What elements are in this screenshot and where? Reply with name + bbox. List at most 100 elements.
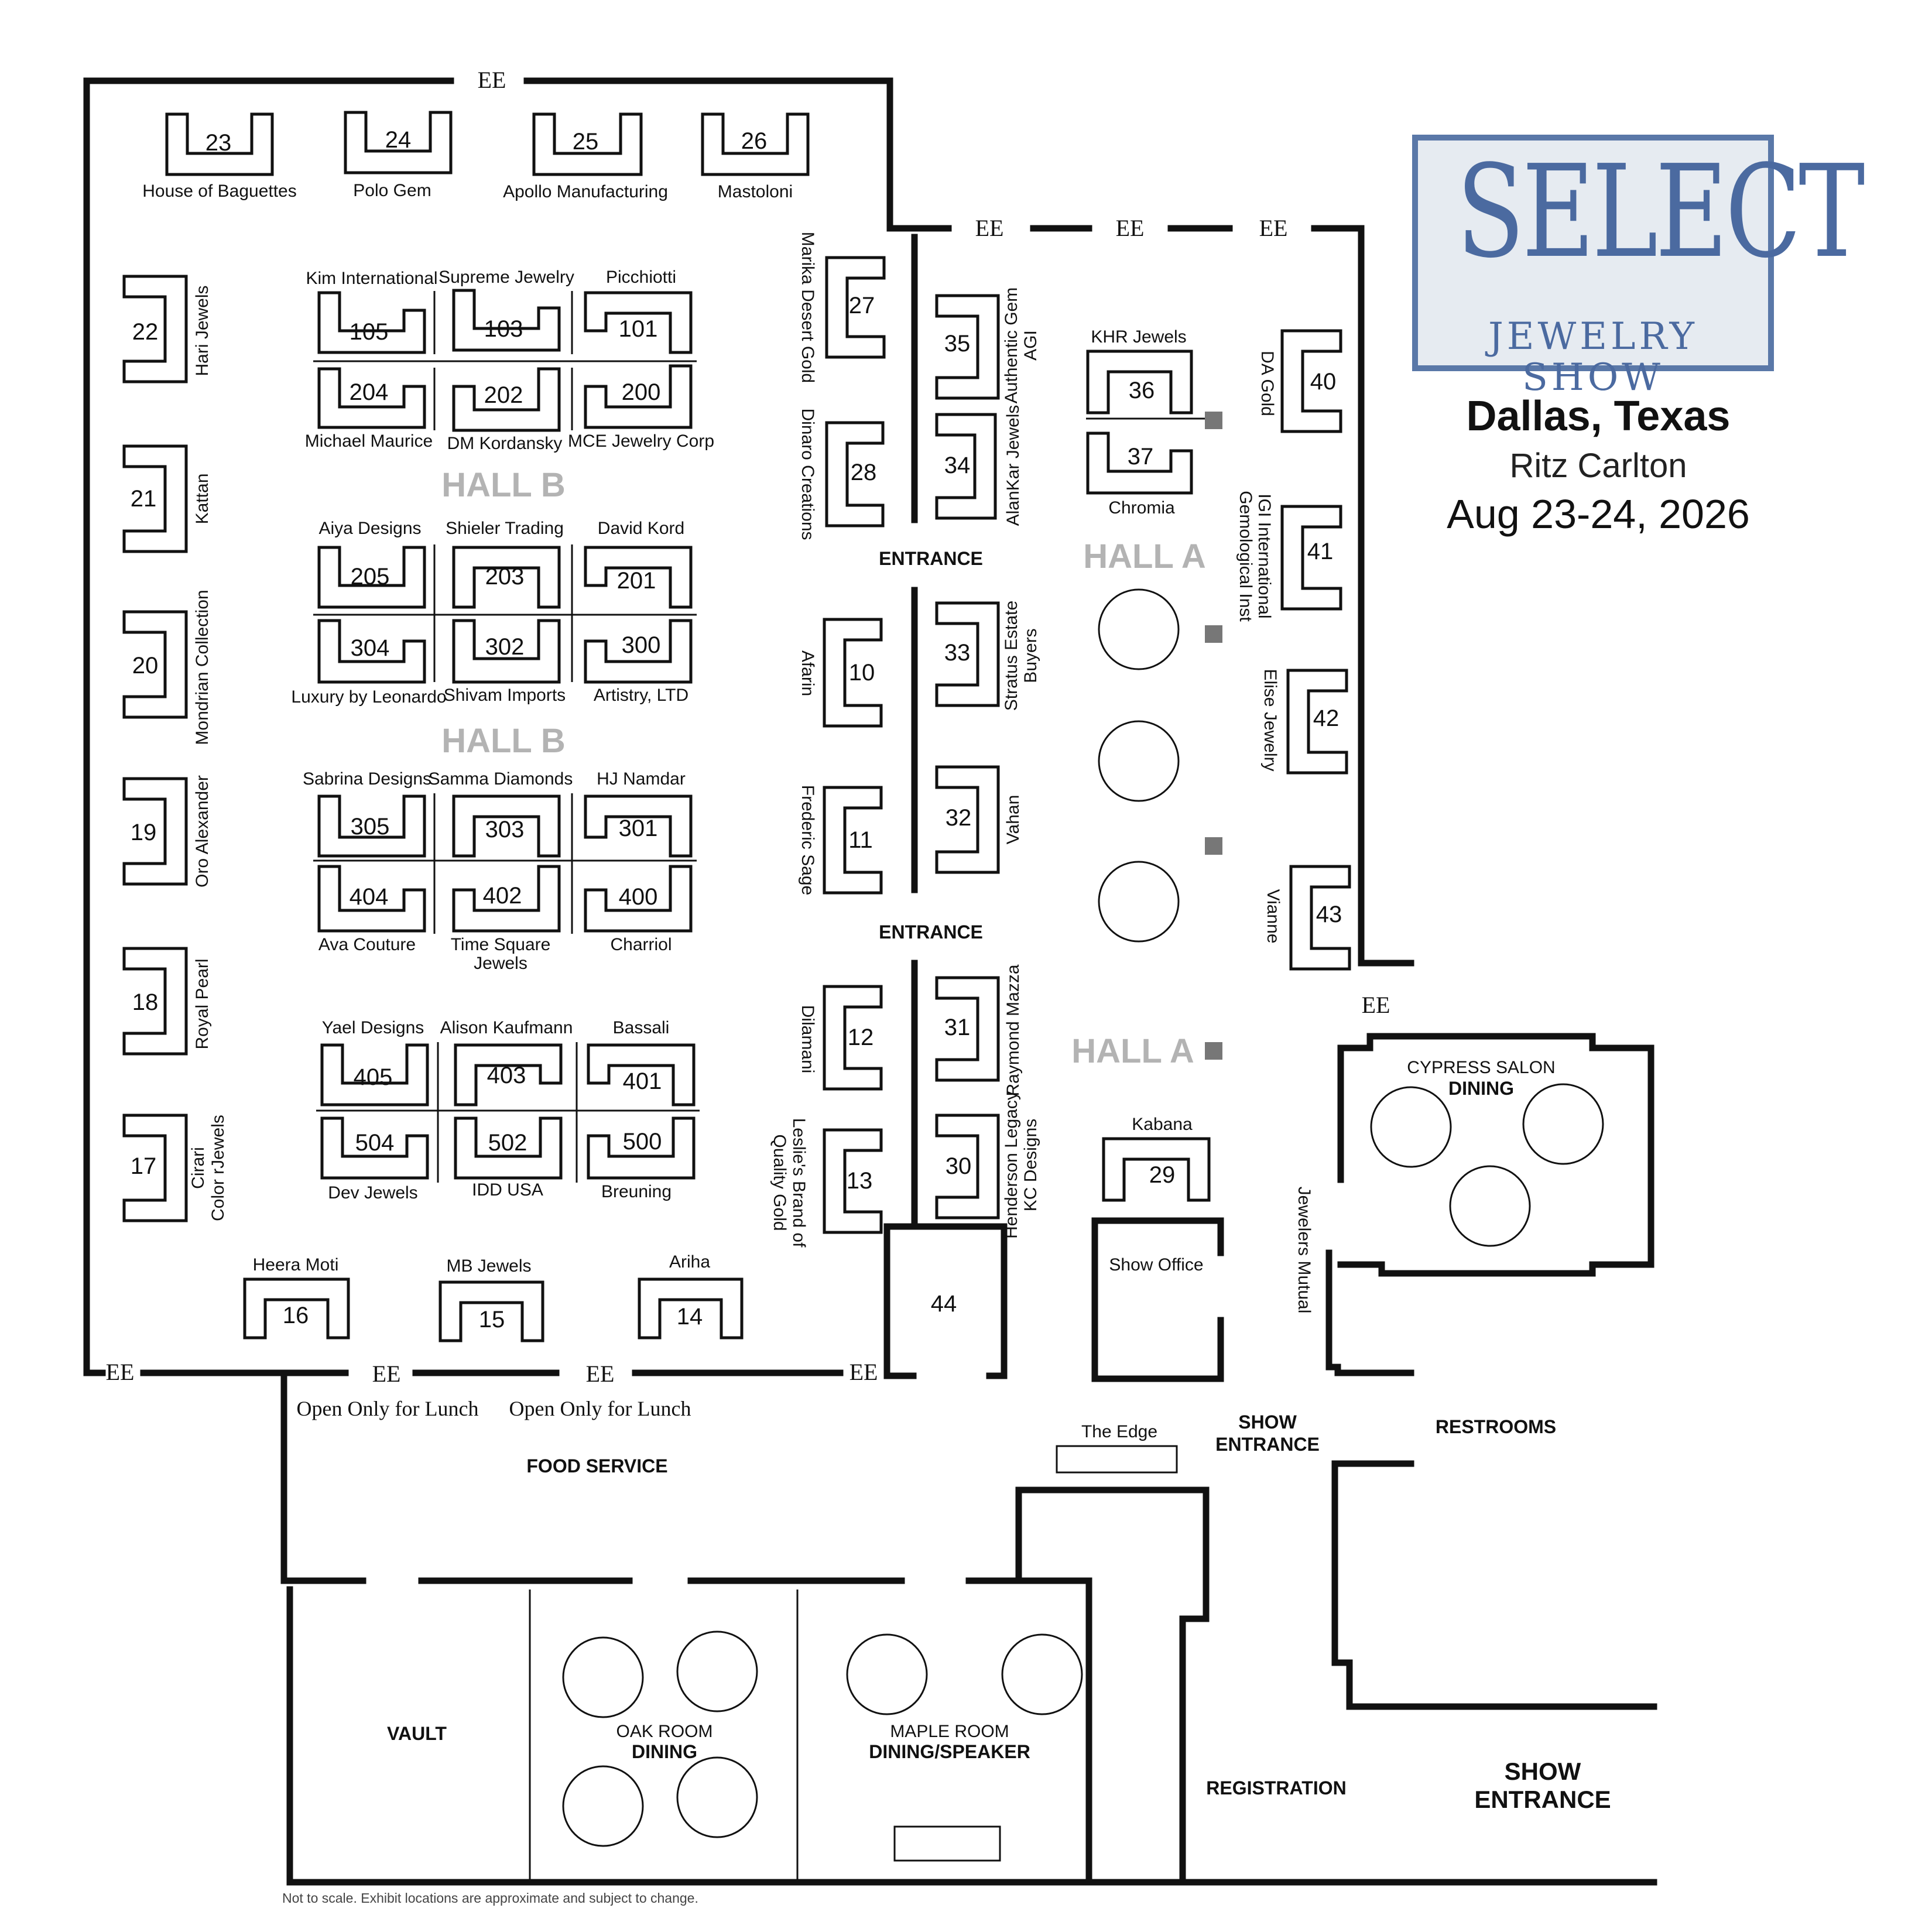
booth-42[interactable]: 42 Elise Jewelry	[1260, 669, 1348, 775]
svg-text:202: 202	[484, 382, 523, 408]
booth-18[interactable]: 18 Royal Pearl	[122, 947, 212, 1056]
vault-label: VAULT	[387, 1723, 447, 1744]
booth-34[interactable]: 34 AlanKar Jewels	[935, 405, 1023, 526]
booth-23[interactable]: 23 House of Baguettes	[142, 112, 297, 201]
booth-17[interactable]: 17 Cirari Color rJewels	[122, 1114, 228, 1222]
booth-33[interactable]: 33 Stratus Estate Buyers	[935, 601, 1040, 711]
booth-202[interactable]: 202 DM Kordansky	[447, 367, 563, 453]
svg-text:IDD USA: IDD USA	[472, 1180, 543, 1200]
svg-text:Shieler Trading: Shieler Trading	[446, 519, 564, 538]
svg-text:Mastoloni: Mastoloni	[718, 182, 793, 201]
svg-text:Bassali: Bassali	[613, 1018, 670, 1037]
maple-room-label: MAPLE ROOM	[890, 1722, 1009, 1741]
booth-11[interactable]: 11 Frederic Sage	[798, 785, 883, 895]
svg-text:28: 28	[851, 460, 877, 485]
booth-205[interactable]: 205 Aiya Designs	[317, 519, 426, 609]
svg-text:18: 18	[132, 989, 159, 1015]
booth-35[interactable]: 35 Authentic Gem AGI	[935, 287, 1040, 403]
booth-19[interactable]: 19 Oro Alexander	[122, 775, 212, 888]
booth-504[interactable]: 504 Dev Jewels	[320, 1116, 429, 1203]
booth-502[interactable]: 502 IDD USA	[454, 1116, 563, 1200]
svg-text:Mondrian Collection: Mondrian Collection	[193, 590, 212, 745]
booth-304[interactable]: 304 Luxury by Leonardo	[291, 619, 447, 707]
booth-201[interactable]: 201 David Kord	[584, 519, 693, 609]
booth-15[interactable]: 15 MB Jewels	[439, 1256, 544, 1342]
svg-text:Vahan: Vahan	[1003, 795, 1023, 845]
svg-text:19: 19	[131, 820, 157, 845]
booth-26[interactable]: 26 Mastoloni	[701, 112, 810, 201]
svg-text:MB Jewels: MB Jewels	[446, 1256, 531, 1276]
booth-400[interactable]: 400 Charriol	[584, 865, 693, 954]
booth-14[interactable]: 14 Ariha	[638, 1252, 744, 1340]
booth-31[interactable]: 31 Raymond Mazza	[935, 964, 1023, 1097]
svg-text:Sabrina Designs: Sabrina Designs	[303, 769, 431, 789]
pillars	[1205, 412, 1222, 1060]
svg-text:Stratus Estate: Stratus Estate	[1002, 601, 1021, 711]
show-entrance-upper-line1: SHOW	[1238, 1412, 1297, 1433]
booth-301[interactable]: 301 HJ Namdar	[584, 769, 693, 858]
booth-200[interactable]: 200 MCE Jewelry Corp	[568, 364, 714, 451]
booth-21[interactable]: 21 Kattan	[122, 444, 212, 553]
booth-300[interactable]: 300 Artistry, LTD	[584, 619, 693, 705]
booth-402[interactable]: 402 Time Square Jewels	[451, 865, 561, 973]
booth-103[interactable]: 103 Supreme Jewelry	[439, 268, 574, 352]
booth-405[interactable]: 405 Yael Designs	[320, 1018, 429, 1107]
booth-28[interactable]: 28 Dinaro Creations	[798, 408, 885, 540]
svg-text:304: 304	[351, 635, 390, 661]
open-for-lunch-left: Open Only for Lunch	[297, 1397, 479, 1420]
booth-27[interactable]: 27 Marika Desert Gold	[798, 232, 886, 383]
booth-40[interactable]: 40 DA Gold	[1258, 329, 1342, 433]
booth-jewelers-mutual[interactable]: Jewelers Mutual	[1294, 1187, 1314, 1314]
event-city: Dallas, Texas	[1466, 393, 1731, 440]
svg-text:Color rJewels: Color rJewels	[208, 1115, 228, 1221]
svg-text:405: 405	[354, 1064, 393, 1090]
svg-text:22: 22	[132, 319, 159, 345]
booth-13[interactable]: 13 Leslie's Brand of Quality Gold	[770, 1118, 883, 1248]
booth-41[interactable]: 41 IGI International Gemological Inst	[1236, 491, 1342, 622]
booth-20[interactable]: 20 Mondrian Collection	[122, 590, 212, 745]
booth-203[interactable]: 203 Shieler Trading	[446, 519, 564, 609]
booth-30[interactable]: 30 Henderson Legacy KC Designs	[935, 1091, 1040, 1239]
booth-24[interactable]: 24 Polo Gem	[344, 111, 453, 200]
svg-text:Marika Desert Gold: Marika Desert Gold	[798, 232, 817, 383]
svg-text:Ariha: Ariha	[669, 1252, 710, 1272]
booth-16[interactable]: 16 Heera Moti	[243, 1255, 350, 1340]
booth-401[interactable]: 401 Bassali	[587, 1018, 696, 1107]
svg-text:Raymond Mazza: Raymond Mazza	[1003, 964, 1023, 1096]
booth-302[interactable]: 302 Shivam Imports	[444, 619, 566, 705]
svg-text:205: 205	[351, 564, 390, 590]
booth-10[interactable]: 10 Afarin	[798, 618, 883, 728]
booth-404[interactable]: 404 Ava Couture	[317, 865, 426, 954]
svg-text:201: 201	[617, 568, 656, 594]
entrance-label-upper: ENTRANCE	[879, 548, 983, 569]
svg-text:Time Square: Time Square	[451, 935, 551, 954]
svg-text:44: 44	[931, 1291, 957, 1317]
booth-25[interactable]: 25 Apollo Manufacturing	[503, 112, 668, 201]
svg-text:16: 16	[283, 1303, 309, 1328]
svg-text:Kim International: Kim International	[306, 269, 437, 288]
booth-22[interactable]: 22 Hari Jewels	[122, 275, 212, 383]
logo-jewelry-show-text: JEWELRY SHOW	[1488, 315, 1698, 399]
svg-text:Kattan: Kattan	[193, 474, 212, 525]
booth-43[interactable]: 43 Vianne	[1263, 865, 1351, 971]
booth-32[interactable]: 32 Vahan	[935, 765, 1023, 874]
booth-37[interactable]: 37 Chromia	[1086, 431, 1193, 518]
booth-303[interactable]: 303 Samma Diamonds	[429, 769, 573, 858]
booth-105[interactable]: 105 Kim International	[306, 269, 438, 354]
booth-403[interactable]: 403 Alison Kaufmann	[440, 1018, 573, 1107]
booth-101[interactable]: 101 Picchiotti	[584, 268, 693, 354]
svg-text:Oro Alexander: Oro Alexander	[193, 775, 212, 888]
svg-text:MCE Jewelry Corp: MCE Jewelry Corp	[568, 431, 714, 451]
booth-44[interactable]: 44	[931, 1291, 957, 1317]
booth-12[interactable]: 12 Dilamani	[798, 985, 883, 1091]
svg-text:Picchiotti: Picchiotti	[606, 268, 676, 287]
svg-text:103: 103	[484, 316, 523, 342]
booth-29[interactable]: 29 Kabana	[1102, 1115, 1211, 1202]
svg-text:EE: EE	[1259, 215, 1288, 241]
booth-204[interactable]: 204 Michael Maurice	[305, 367, 433, 451]
booth-500[interactable]: 500 Breuning	[587, 1116, 696, 1201]
svg-text:Artistry, LTD: Artistry, LTD	[594, 686, 688, 705]
booth-305[interactable]: 305 Sabrina Designs	[303, 769, 431, 858]
svg-text:Jewels: Jewels	[474, 954, 527, 973]
booth-36[interactable]: 36 KHR Jewels	[1086, 327, 1193, 415]
